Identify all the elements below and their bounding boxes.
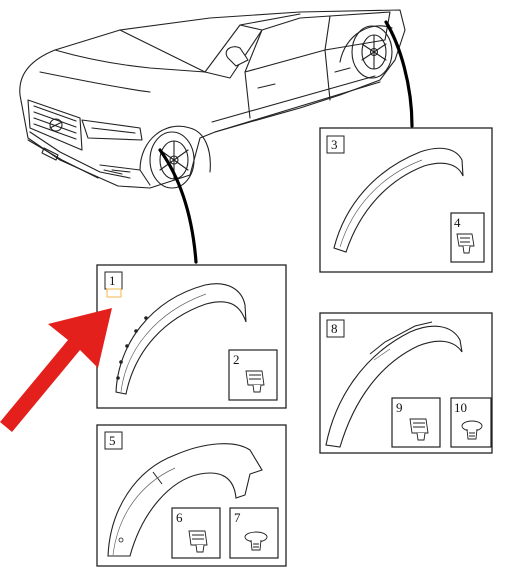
part-4-number: 4 xyxy=(454,215,461,230)
panel-5-number: 5 xyxy=(109,433,116,448)
clip-icon xyxy=(188,530,208,553)
part-9-number: 9 xyxy=(396,400,403,415)
leader-line-front xyxy=(158,148,198,264)
panel-5[interactable]: 5 6 7 xyxy=(96,424,287,567)
panel-3-number: 3 xyxy=(331,137,338,152)
push-clip-icon xyxy=(461,420,483,440)
panel-1-highlight xyxy=(106,288,122,298)
panel-1-number: 1 xyxy=(109,273,116,288)
part-7-number: 7 xyxy=(234,510,241,525)
panel-8[interactable]: 8 9 10 xyxy=(319,312,493,454)
leader-line-rear xyxy=(384,20,414,128)
part-10-number: 10 xyxy=(454,400,467,415)
part-1-clip-dots xyxy=(116,316,148,380)
panel-1[interactable]: 1 2 xyxy=(96,264,287,409)
part-8-moulding xyxy=(325,325,463,448)
car-illustration xyxy=(19,9,406,189)
clip-icon xyxy=(245,370,265,393)
clip-icon xyxy=(409,418,429,441)
panel-3[interactable]: 3 4 xyxy=(319,127,493,273)
panel-8-number: 8 xyxy=(331,321,338,336)
part-6-number: 6 xyxy=(176,510,183,525)
part-5-moulding xyxy=(107,443,263,557)
leader-lines xyxy=(158,20,414,264)
part-2-number: 2 xyxy=(233,352,240,367)
part-3-moulding xyxy=(333,147,464,253)
red-arrow-icon xyxy=(0,308,112,432)
push-clip-icon xyxy=(244,531,268,551)
clip-icon xyxy=(456,233,475,254)
